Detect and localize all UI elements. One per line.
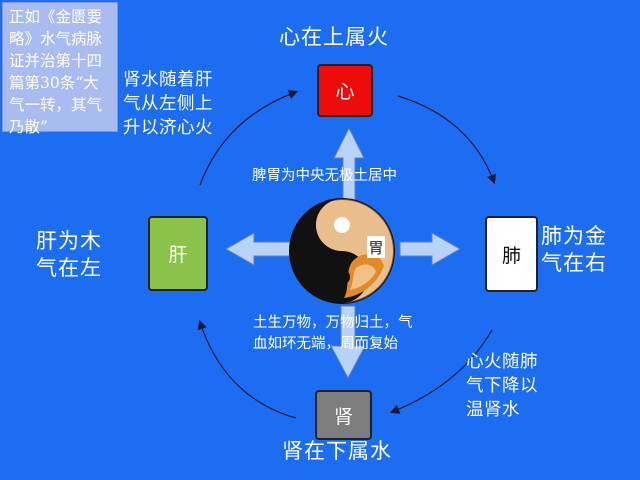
- lung-right-label: 肺为金 气在右: [541, 224, 607, 275]
- flow-arc-top-left: [199, 89, 299, 186]
- kidney-organ: 肾: [315, 390, 372, 440]
- arrow-left: [224, 232, 291, 266]
- stomach-label: 胃: [367, 236, 385, 258]
- heart-organ: 心: [317, 64, 373, 117]
- arrow-down: [330, 305, 366, 380]
- arrow-right: [399, 232, 462, 266]
- flow-arc-bottom-right: [389, 329, 493, 414]
- heart-descends-text: 心火随肺 气下降以 温肾水: [466, 352, 538, 420]
- flow-arc-top-right: [397, 95, 496, 185]
- quote-text: 正如《金匮要略》水气病脉证并治第十四篇第30条“大气一转，其气乃散”: [9, 8, 103, 136]
- earth-cycle-text: 土生万物，万物归土，气 血如环无端，周而复始: [253, 315, 413, 352]
- liver-organ: 肝: [148, 216, 208, 291]
- flow-arc-bottom-left: [197, 319, 297, 419]
- heart-fire-label: 心在上属火: [279, 25, 389, 49]
- kidney-rises-text: 肾水随着肝 气从左侧上 升以济心火: [123, 70, 213, 138]
- yin-yang-icon: [289, 198, 395, 304]
- liver-left-label: 肝为木 气在左: [36, 229, 102, 280]
- arrow-up: [333, 126, 365, 203]
- spleen-center-label: 脾胃为中央无极土居中: [252, 168, 397, 184]
- quote-box: 正如《金匮要略》水气病脉证并治第十四篇第30条“大气一转，其气乃散”: [2, 2, 118, 136]
- kidney-water-label: 肾在下属水: [282, 439, 392, 463]
- lung-organ: 肺: [485, 216, 538, 292]
